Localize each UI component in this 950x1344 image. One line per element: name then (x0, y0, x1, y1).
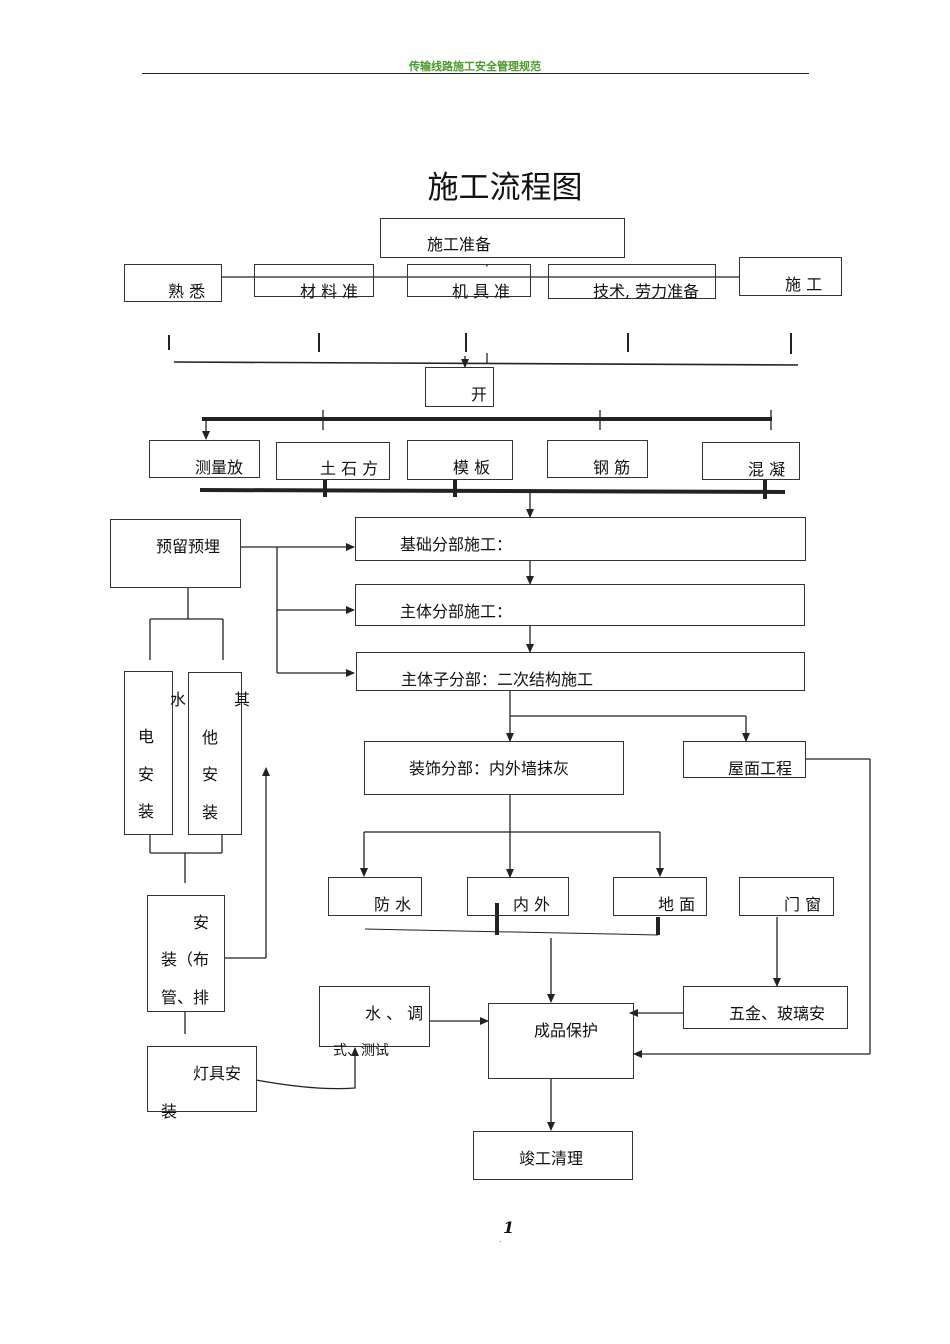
node-doorwin-label: 门 窗 (784, 895, 822, 914)
node-inout-label: 内 外 (513, 895, 551, 914)
node-protect-label: 成品保护 (534, 1021, 599, 1040)
node-roof-label: 屋面工程 (728, 759, 793, 778)
node-install-label-2: 装（布 (161, 950, 210, 969)
node-decor (364, 741, 624, 795)
node-main (355, 584, 805, 626)
node-water-elec-label-4: 装 (138, 802, 155, 821)
node-lamp-label-1: 灯具安 (193, 1064, 242, 1083)
node-material (254, 264, 374, 297)
node-doorwin (739, 877, 834, 916)
node-concrete-label: 混 凝 (748, 460, 786, 479)
node-water-elec-label-2: 电 (138, 727, 155, 746)
page-number: 1 (503, 1218, 515, 1237)
merge-bus (199, 488, 786, 494)
node-test-label-2: 式、测试 (333, 1043, 389, 1059)
node-lamp (147, 1046, 257, 1112)
node-water-elec-label-1: 水 (170, 690, 187, 709)
node-embed (110, 519, 241, 588)
node-foundation-label: 基础分部施工： (400, 535, 513, 554)
node-hardware (683, 986, 848, 1029)
node-survey (149, 440, 260, 478)
node-construct (739, 257, 842, 296)
node-foundation (355, 517, 806, 561)
node-inout (467, 877, 569, 916)
node-protect (488, 1003, 634, 1079)
page-header: 传输线路施工安全管理规范 (409, 60, 541, 73)
node-machine (407, 264, 531, 297)
node-rebar (547, 440, 648, 478)
node-other-label-3: 安 (202, 765, 219, 784)
node-waterproof (328, 877, 422, 916)
node-machine-label: 机 具 准 (452, 282, 511, 301)
page-dot: . (499, 1235, 502, 1244)
node-start (425, 367, 494, 407)
node-prep (380, 218, 625, 258)
node-formwork (407, 440, 513, 480)
prep-dot: · (485, 259, 489, 273)
node-other-label-4: 装 (202, 803, 219, 822)
node-main-label: 主体分部施工： (400, 602, 513, 621)
node-secondary (356, 652, 805, 691)
diagram-title: 施工流程图 (427, 170, 583, 206)
node-tech (548, 264, 716, 299)
node-concrete (702, 442, 800, 480)
node-water-elec-label-3: 安 (138, 765, 155, 784)
node-install (147, 895, 225, 1012)
node-floor (613, 877, 707, 916)
node-formwork-label: 模 板 (453, 458, 491, 477)
node-lamp-label-2: 装 (161, 1102, 178, 1121)
node-familiar (124, 264, 222, 302)
node-floor-label: 地 面 (658, 895, 696, 914)
node-other-label-1: 其 (234, 690, 251, 709)
header-rule (142, 73, 809, 74)
node-prep-label: 施工准备 (427, 235, 492, 254)
node-test (319, 986, 430, 1047)
node-test-label-1: 水 、 调 (365, 1004, 424, 1023)
node-embed-label: 预留预埋 (156, 537, 221, 556)
node-rebar-label: 钢 筋 (593, 458, 631, 477)
node-tech-label: 技术, 劳力准备 (593, 282, 700, 301)
node-secondary-label: 主体子分部：二次结构施工 (401, 670, 594, 689)
node-familiar-label: 熟 悉 (168, 282, 206, 301)
node-material-label: 材 料 准 (300, 282, 359, 301)
node-install-label-3: 管、排 (161, 988, 210, 1007)
node-survey-label: 测量放 (195, 458, 244, 477)
node-other (188, 672, 242, 835)
node-start-label: 开 (471, 385, 488, 404)
node-waterproof-label: 防 水 (374, 895, 412, 914)
node-complete (473, 1131, 633, 1180)
node-hardware-label: 五金、玻璃安 (729, 1004, 826, 1023)
node-decor-label: 装饰分部：内外墙抹灰 (409, 759, 570, 778)
node-earthwork (276, 442, 390, 480)
node-roof (683, 741, 806, 778)
node-install-label-1: 安 (193, 913, 210, 932)
node-construct-label: 施 工 (785, 275, 823, 294)
node-other-label-2: 他 (202, 728, 219, 747)
gather-line (173, 361, 799, 366)
node-earthwork-label: 土 石 方 (320, 459, 379, 478)
node-water-elec (124, 671, 173, 835)
node-complete-label: 竣工清理 (519, 1149, 584, 1168)
